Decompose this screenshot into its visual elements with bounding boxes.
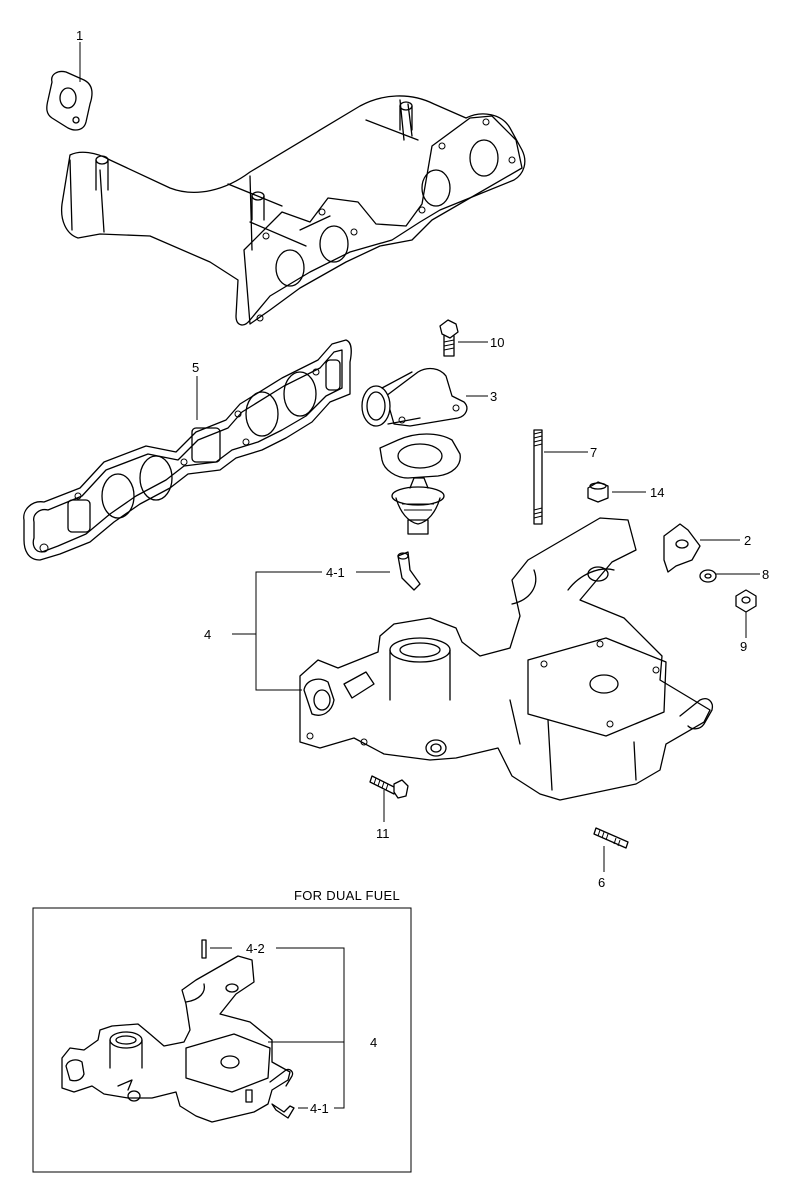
callout-7: 7 (590, 445, 597, 460)
callout-5: 5 (192, 360, 199, 375)
callout-8: 8 (762, 567, 769, 582)
inset-callout-4-1: 4-1 (310, 1101, 329, 1116)
callout-3: 3 (490, 389, 497, 404)
callout-10: 10 (490, 335, 504, 350)
part-2-bracket (663, 523, 740, 573)
part-10-bolt (439, 319, 488, 357)
inset-callout-bracket (268, 947, 345, 1109)
callout-14: 14 (650, 485, 664, 500)
part-11-bolt (369, 775, 409, 822)
part-3-water-outlet (361, 367, 488, 427)
inset-callout-4-2: 4-2 (246, 941, 265, 956)
part-9-nut (735, 589, 757, 638)
thermostat (391, 477, 445, 535)
inset-callout-4: 4 (370, 1035, 377, 1050)
part-1-gasket (46, 42, 93, 131)
inset-frame (32, 907, 412, 1173)
part-14-plug (587, 481, 646, 503)
inset-part-4-2-pin (201, 939, 232, 959)
part-5-intake-gasket (23, 339, 352, 561)
callout-11: 11 (376, 826, 390, 841)
callout-2: 2 (744, 533, 751, 548)
part-7-stud (533, 429, 588, 525)
callout-9: 9 (740, 639, 747, 654)
callout-1: 1 (76, 28, 83, 43)
part-4-1-fitting (356, 551, 421, 591)
callout-4: 4 (204, 627, 211, 642)
callout-6: 6 (598, 875, 605, 890)
callout-bracket-4 (232, 571, 322, 691)
inset-part-4-1-fitting (271, 1103, 308, 1119)
inset-title: FOR DUAL FUEL (294, 888, 400, 903)
thermostat-gasket (379, 433, 461, 479)
callout-4-1: 4-1 (326, 565, 345, 580)
exhaust-manifold (60, 95, 526, 326)
inset-intake-manifold (61, 955, 294, 1123)
part-6-stud (593, 827, 629, 872)
part-8-washer (699, 569, 760, 583)
part-4-intake-manifold (299, 517, 714, 801)
